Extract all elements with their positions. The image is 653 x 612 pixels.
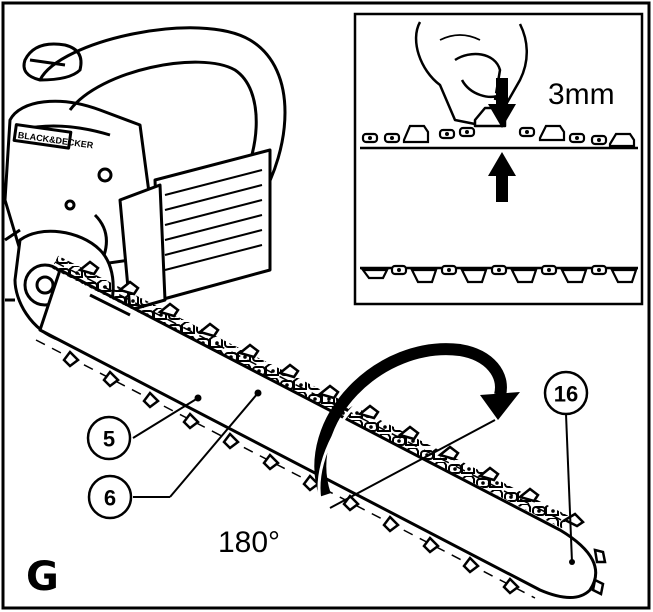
tension-inset: 3mm [353, 12, 644, 306]
callout-6-number: 6 [104, 486, 116, 511]
arrow-up-icon [488, 152, 516, 202]
callout-5: 5 [86, 394, 202, 461]
callout-16: 16 [543, 370, 589, 565]
callout-5-number: 5 [103, 427, 115, 452]
tension-label: 3mm [548, 78, 615, 111]
callout-6: 6 [87, 389, 262, 520]
chainsaw-illustration: BLACK&DECKER [3, 26, 287, 342]
rotation-arrow-icon [314, 343, 520, 501]
callout-16-number: 16 [554, 382, 578, 407]
figure-letter: G [26, 554, 59, 600]
angle-label: 180° [218, 526, 280, 559]
arrow-down-icon [488, 78, 516, 128]
guide-bar [35, 255, 607, 599]
